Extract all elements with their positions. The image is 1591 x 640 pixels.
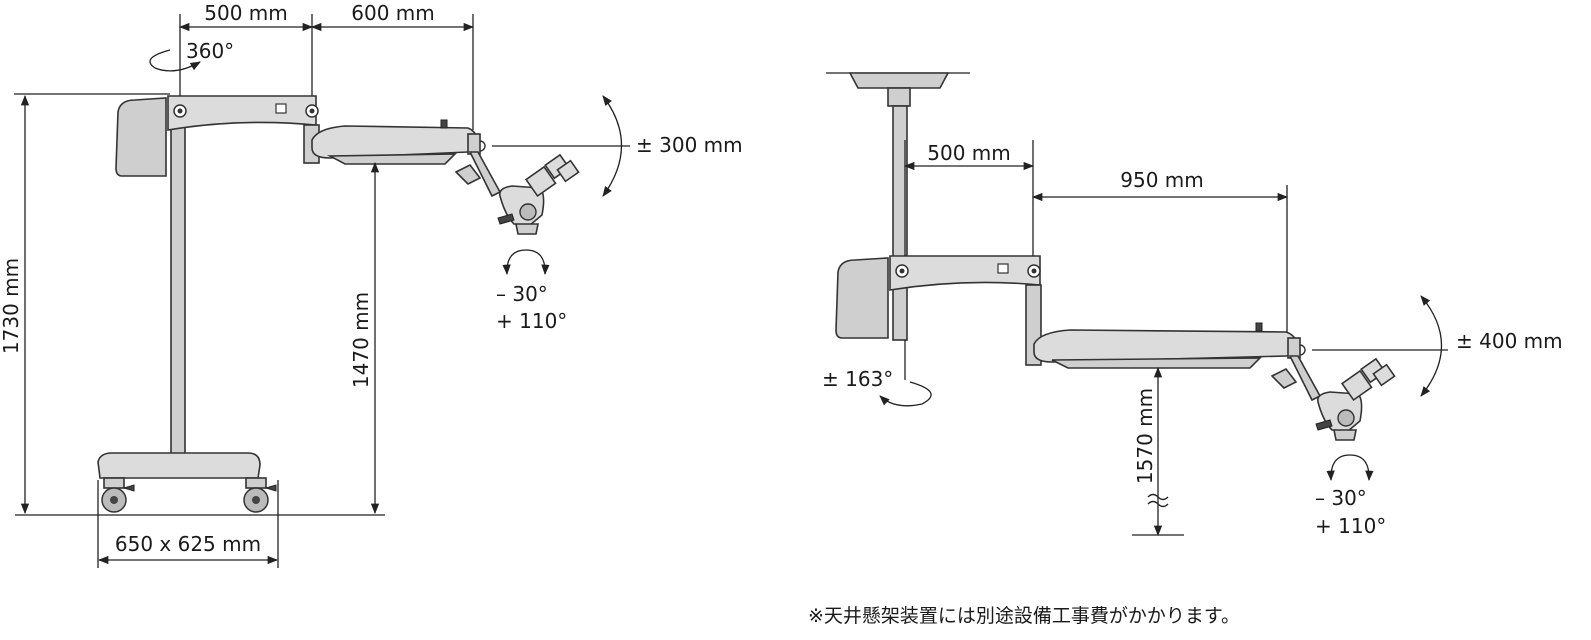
floor-arm1-label: 500 mm [204, 1, 288, 25]
floor-base-size-label: 650 x 625 mm [115, 532, 261, 556]
caster-right [243, 477, 277, 513]
microscope-head-right [1270, 355, 1396, 441]
ceiling-pivot-height-label: 1570 mm [1133, 388, 1157, 484]
floor-rotation-label: 360° [186, 39, 234, 63]
support-arm-2 [311, 125, 479, 159]
ceiling-tilt-minus-label: – 30° [1315, 486, 1367, 510]
control-box [115, 97, 167, 177]
floor-tilt-minus-label: – 30° [496, 282, 548, 306]
footnote: ※天井懸架装置には別途設備工事費がかかります。 [808, 605, 1240, 627]
ceiling-mount-drawing [826, 72, 1448, 537]
ceiling-rotation-label: ± 163° [822, 367, 893, 391]
floor-stand-base [97, 452, 261, 479]
floor-vertical-travel-label: ± 300 mm [636, 133, 743, 157]
floor-total-height-label: 1730 mm [0, 258, 23, 354]
ceiling-control-box [835, 257, 889, 339]
floor-arm2-label: 600 mm [351, 1, 435, 25]
ceiling-plate [848, 72, 950, 89]
floor-tilt-plus-label: + 110° [496, 309, 567, 333]
floor-stand-drawing [14, 14, 630, 568]
caster-left [101, 477, 135, 513]
support-arm-1 [167, 95, 317, 131]
ceiling-vertical-travel-label: ± 400 mm [1456, 329, 1563, 353]
ceiling-arm1-label: 500 mm [927, 141, 1011, 165]
ceiling-arm-2 [1033, 329, 1299, 363]
ceiling-arm-1 [889, 255, 1041, 291]
ceiling-arm2-label: 950 mm [1120, 168, 1204, 192]
floor-stand-column [170, 124, 186, 456]
floor-pivot-height-label: 1470 mm [349, 292, 373, 388]
microscope-head-left [454, 151, 580, 235]
ceiling-tilt-plus-label: + 110° [1315, 514, 1386, 538]
